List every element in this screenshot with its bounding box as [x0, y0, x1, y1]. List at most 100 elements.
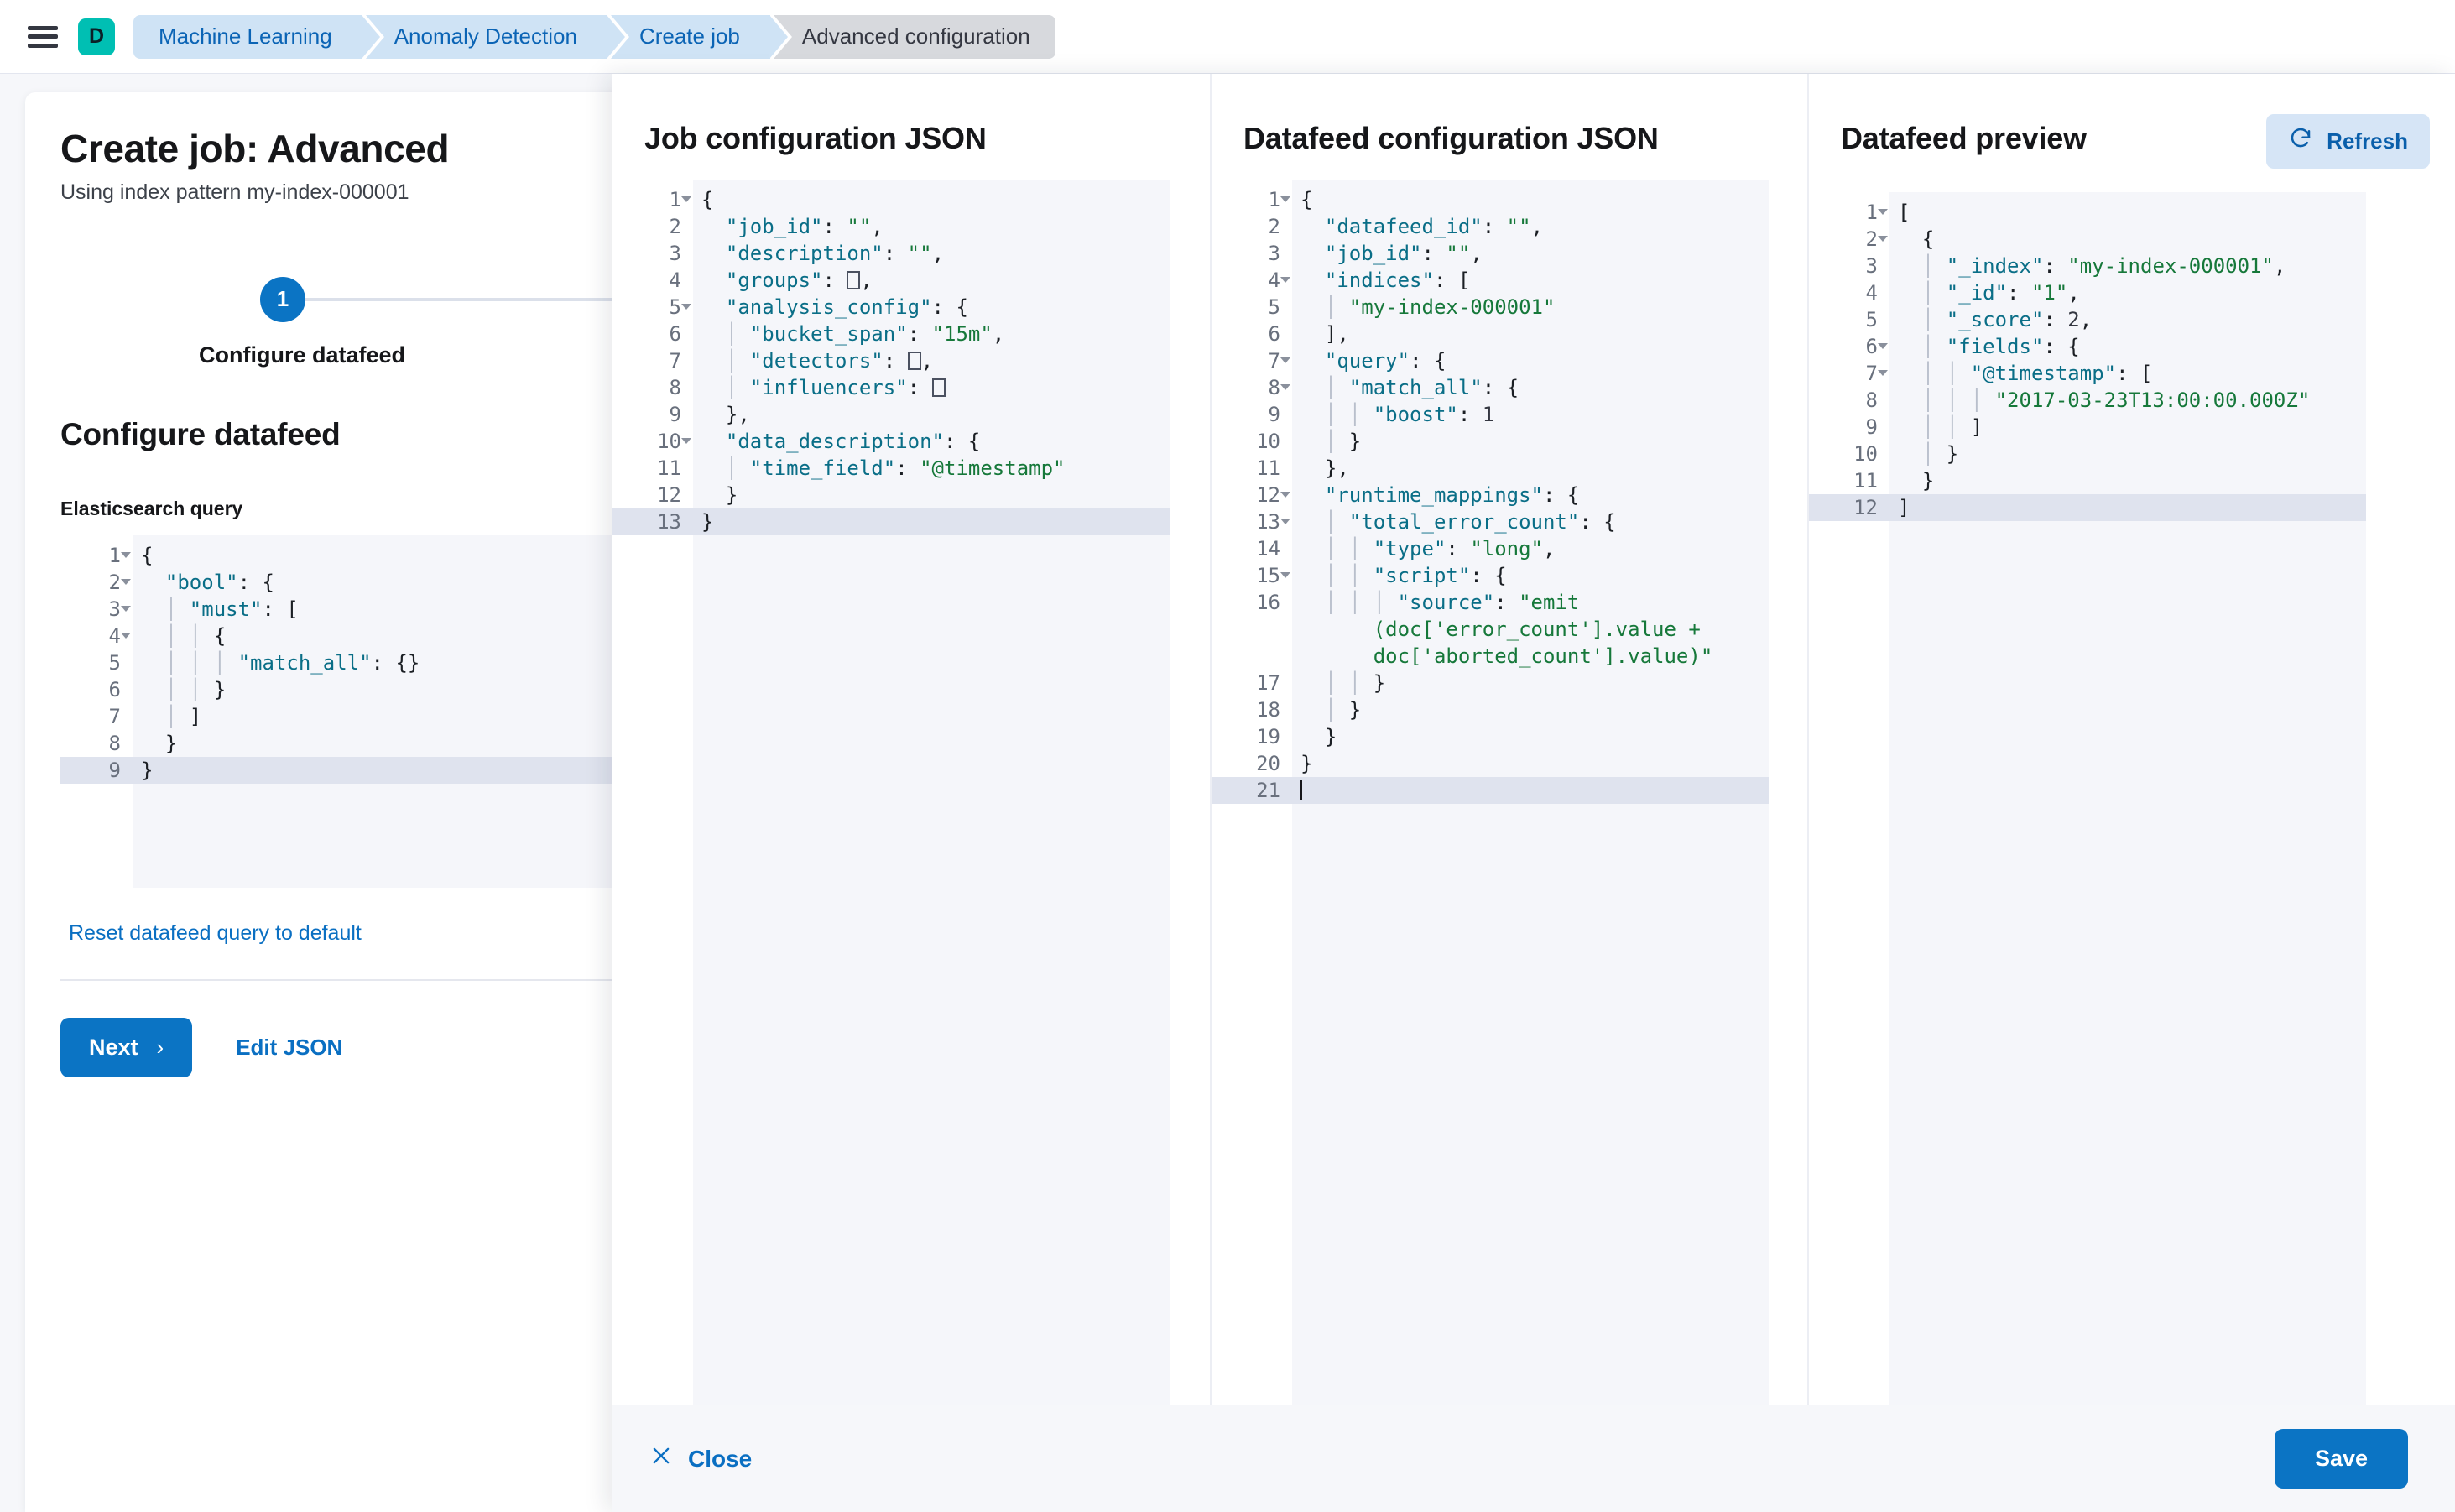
breadcrumb-item-machine-learning[interactable]: Machine Learning: [133, 14, 384, 59]
code-token: :: [1421, 242, 1446, 265]
reset-datafeed-query-link[interactable]: Reset datafeed query to default: [69, 920, 362, 945]
editor-line-number: 4: [669, 269, 681, 292]
code-token: │: [1898, 281, 1947, 305]
code-token: }: [1373, 671, 1386, 695]
fold-arrow-icon[interactable]: [1280, 357, 1290, 363]
editor-code-area[interactable]: { "job_id": "", "description": "", "grou…: [693, 180, 1170, 1405]
code-token: : {: [1470, 564, 1507, 587]
code-token: "": [1506, 215, 1531, 238]
code-token: "data_description": [725, 430, 944, 453]
editor-code-line: "job_id": "",: [693, 213, 1170, 240]
panel-header: Job configuration JSON: [612, 74, 1210, 156]
fold-arrow-icon[interactable]: [1280, 492, 1290, 498]
fold-arrow-icon[interactable]: [681, 196, 691, 202]
fold-arrow-icon[interactable]: [1280, 196, 1290, 202]
editor-line-number: 8: [1865, 388, 1878, 412]
editor-code-line: {: [693, 186, 1170, 213]
refresh-icon: [2288, 126, 2313, 157]
code-token: │: [701, 376, 750, 399]
code-token: }: [1348, 698, 1362, 722]
editor-code-line: │ │ ]: [1889, 414, 2366, 441]
code-token: ,: [2067, 281, 2080, 305]
code-token: }: [701, 483, 738, 507]
close-button[interactable]: Close: [649, 1444, 752, 1473]
code-token: }: [1348, 430, 1362, 453]
fold-arrow-icon[interactable]: [1878, 236, 1888, 242]
code-token: ]: [189, 704, 202, 728]
editor-line-number: 20: [1256, 752, 1280, 775]
panel-title-datafeed-preview: Datafeed preview: [1841, 121, 2087, 155]
panel-header: Datafeed preview Refresh: [1809, 74, 2455, 169]
code-token: }: [1898, 469, 1935, 493]
editor-code-line: }: [693, 482, 1170, 508]
fold-arrow-icon[interactable]: [681, 438, 691, 444]
fold-arrow-icon[interactable]: [121, 605, 131, 612]
editor-code-line: │ │ "@timestamp": [: [1889, 360, 2366, 387]
editor-code-line: {: [1889, 226, 2366, 253]
code-token: ,: [860, 269, 873, 292]
code-token: ,: [2273, 254, 2286, 278]
editor-code-line: }: [133, 730, 879, 757]
elasticsearch-query-label: Elasticsearch query: [60, 497, 243, 519]
editor-code-area[interactable]: [ { │ "_index": "my-index-000001", │ "_i…: [1889, 192, 2366, 1405]
fold-arrow-icon[interactable]: [1280, 572, 1290, 578]
code-token: [1300, 483, 1325, 507]
code-token: "must": [189, 597, 263, 621]
fold-arrow-icon[interactable]: [1280, 519, 1290, 524]
code-token: :: [2043, 254, 2068, 278]
code-token: [1300, 269, 1325, 292]
code-token: "@timestamp": [920, 456, 1066, 480]
next-button[interactable]: Next ›: [60, 1017, 193, 1077]
code-token: {: [1898, 227, 1935, 251]
fold-arrow-icon[interactable]: [121, 551, 131, 558]
code-token: │: [1300, 430, 1349, 453]
editor-line-number: 4: [1212, 267, 1292, 294]
code-token: :: [1446, 537, 1471, 560]
editor-code-line: │ │ │ "source": "emit (doc['error_count'…: [1292, 589, 1769, 670]
fold-arrow-icon[interactable]: [1878, 343, 1888, 349]
hamburger-menu-icon[interactable]: [28, 25, 58, 48]
fold-arrow-icon[interactable]: [121, 578, 131, 585]
editor-line-number: 8: [669, 376, 681, 399]
breadcrumb-item-create-job[interactable]: Create job: [610, 14, 792, 59]
code-token: : {: [1410, 349, 1446, 373]
save-button[interactable]: Save: [2274, 1429, 2408, 1489]
code-token: "long": [1470, 537, 1544, 560]
refresh-button[interactable]: Refresh: [2266, 114, 2430, 169]
edit-json-link[interactable]: Edit JSON: [236, 1034, 343, 1060]
code-token: "description": [725, 242, 883, 265]
code-token: :: [1457, 403, 1483, 426]
editor-line-number: 3: [1865, 254, 1878, 278]
fold-arrow-icon[interactable]: [1280, 277, 1290, 283]
code-token: "1": [2030, 281, 2068, 305]
fold-arrow-icon[interactable]: [1878, 370, 1888, 376]
editor-code-area[interactable]: { "datafeed_id": "", "job_id": "", "indi…: [1292, 180, 1769, 1405]
code-token: │ │: [1898, 362, 1971, 385]
editor-code-line: │ │ {: [133, 623, 879, 649]
code-token: ,: [1530, 215, 1544, 238]
space-avatar[interactable]: D: [78, 18, 115, 55]
code-token: 2: [2067, 308, 2080, 331]
editor-line-number: 9: [1268, 403, 1280, 426]
divider: [60, 978, 879, 981]
editor-code-line: │ │ }: [133, 676, 879, 703]
code-token: }: [1300, 725, 1337, 748]
editor-code-line: }: [1292, 723, 1769, 750]
editor-line-number: 11: [1853, 469, 1878, 493]
code-token: ]: [1898, 496, 1910, 519]
fold-arrow-icon[interactable]: [1878, 209, 1888, 215]
breadcrumb-item-anomaly-detection[interactable]: Anomaly Detection: [365, 14, 630, 59]
fold-arrow-icon[interactable]: [1280, 384, 1290, 390]
fold-arrow-icon[interactable]: [681, 304, 691, 310]
code-token: │ │: [141, 623, 214, 648]
stepper-step-1-circle[interactable]: 1: [260, 276, 305, 322]
code-token: ,: [1470, 242, 1483, 265]
empty-array-icon: [907, 352, 921, 370]
fold-arrow-icon[interactable]: [121, 632, 131, 639]
editor-line-number: 3: [1268, 242, 1280, 265]
editor-line-number: 3: [669, 242, 681, 265]
